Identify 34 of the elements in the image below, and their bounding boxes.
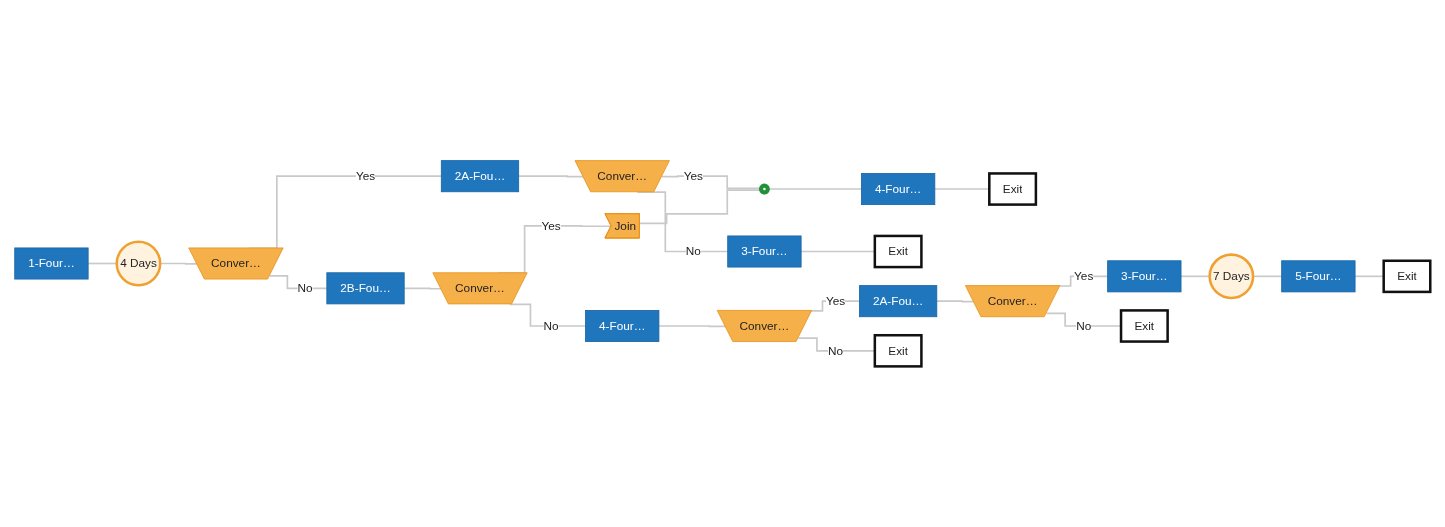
connector (1252, 275, 1283, 278)
node-box: Exit (873, 234, 923, 269)
connector (935, 300, 975, 303)
connector (658, 325, 727, 328)
edge-label: Yes (541, 218, 561, 233)
connector (517, 175, 585, 178)
edge-label: No (297, 281, 313, 295)
node-box: Exit (988, 172, 1038, 206)
node-box: 1-Four… (14, 247, 89, 280)
edge-label: No (827, 343, 844, 358)
connector (268, 275, 328, 290)
edge-label: Yes (355, 169, 376, 183)
edge-label: No (685, 244, 701, 258)
edge-label: Yes (825, 294, 846, 308)
node-box: 3-Four… (1107, 260, 1182, 293)
node-box: Exit (1382, 259, 1432, 294)
node-box: 3-Four… (727, 235, 802, 268)
node-box: 4-Four… (861, 173, 936, 205)
connector (159, 262, 198, 265)
edge-label: Yes (1074, 269, 1094, 283)
node-box: 2A-Fou… (440, 160, 520, 193)
connector (403, 287, 442, 290)
edge-label: Yes (683, 169, 703, 183)
edge-label: No (1076, 318, 1092, 333)
node-box: Exit (1119, 309, 1169, 343)
node-box: 2A-Fou… (859, 285, 938, 318)
node-circle (758, 183, 770, 195)
node-box: 2B-Fou… (326, 272, 405, 305)
edge-label: No (543, 318, 559, 333)
node-box: Exit (873, 334, 923, 368)
node-box: 5-Four… (1281, 260, 1356, 293)
node-box: 4-Four… (585, 310, 660, 342)
node-circle: 7 Days (1208, 253, 1255, 300)
node-circle: 4 Days (115, 240, 162, 287)
